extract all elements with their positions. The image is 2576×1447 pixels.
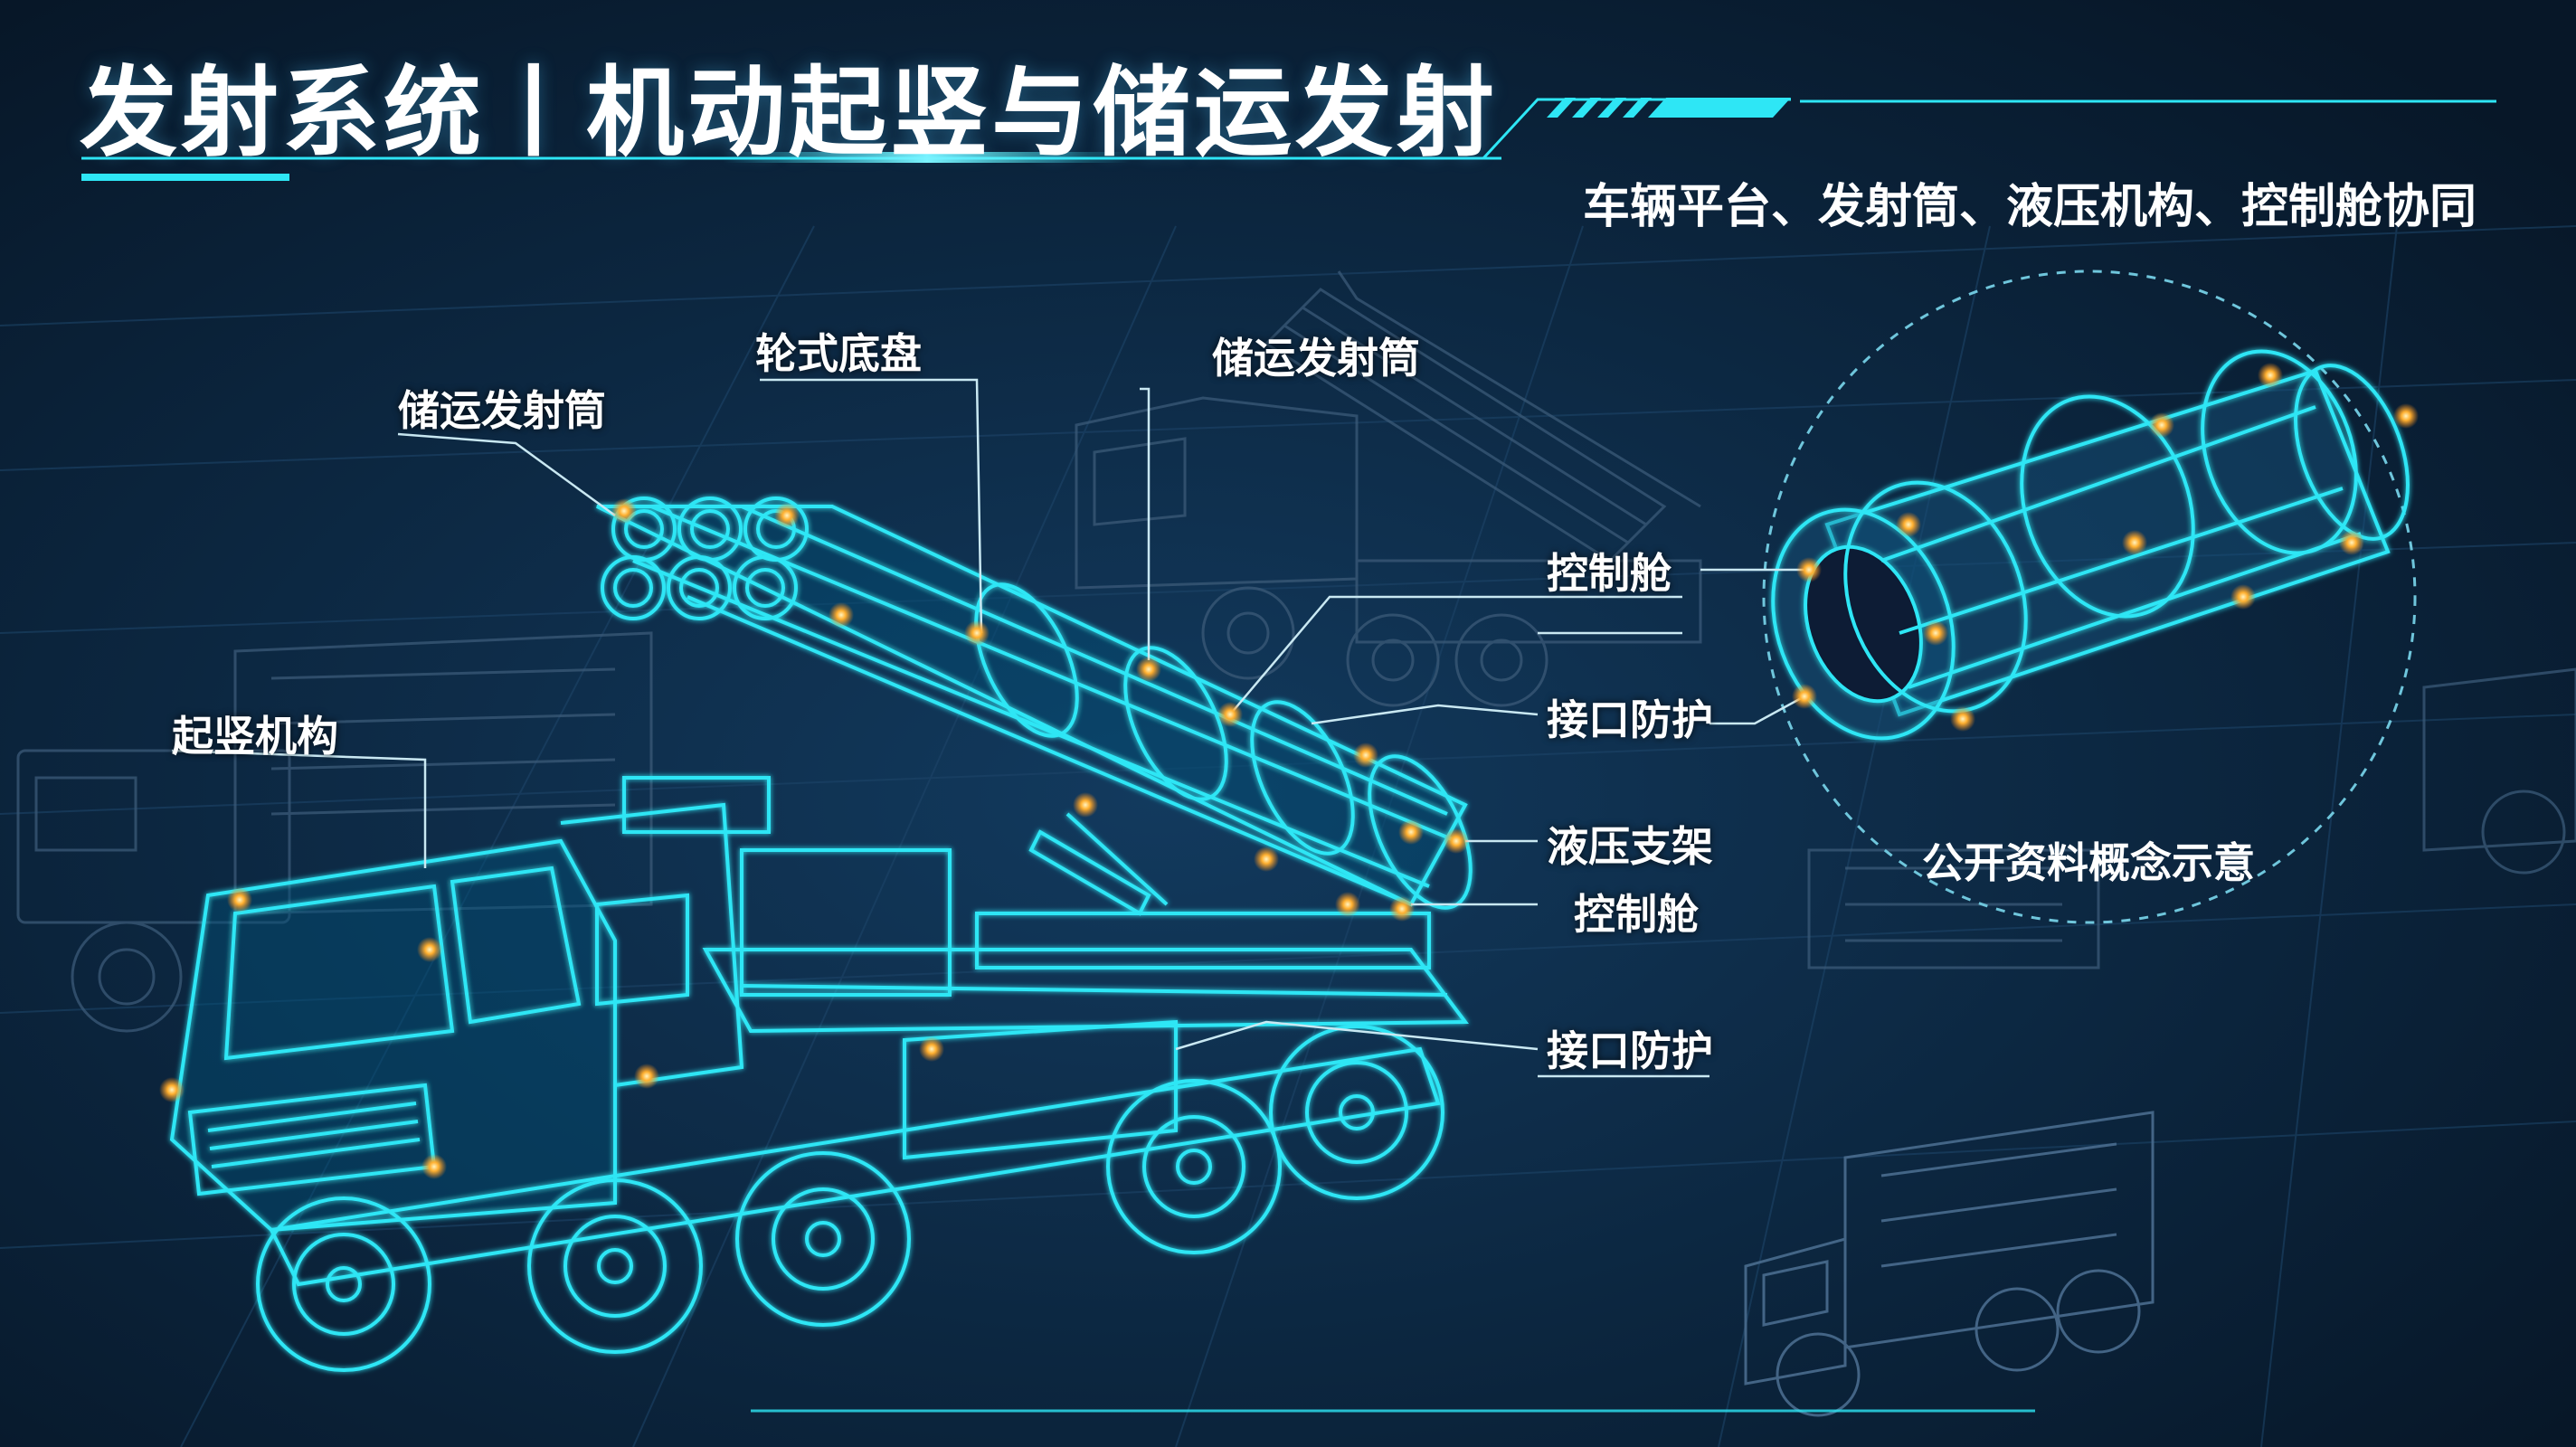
label-interface-protection-2: 接口防护 [1547, 1026, 1713, 1075]
page-subtitle: 车辆平台、发射筒、液压机构、控制舱协同 [1582, 180, 2477, 234]
ghost-truck-center [1075, 270, 1702, 707]
detail-caption: 公开资料概念示意 [1922, 838, 2255, 887]
ground-grid [0, 225, 2576, 1447]
label-control-cabin-2: 控制舱 [1574, 890, 1699, 939]
label-canister-left: 储运发射筒 [398, 386, 606, 435]
label-canister-top: 储运发射筒 [1212, 334, 1420, 383]
ghost-truck-bottom [1744, 1111, 2155, 1417]
launcher-truck [169, 497, 1473, 1372]
detail-circle [1762, 270, 2417, 924]
highlight-dots [159, 363, 2419, 1179]
title-decoration [81, 98, 2496, 181]
label-chassis: 轮式底盘 [755, 329, 922, 378]
page-title: 发射系统丨机动起竖与储运发射 [80, 57, 1499, 170]
label-control-cabin-1: 控制舱 [1547, 549, 1672, 598]
label-erector: 起竖机构 [172, 712, 338, 761]
leader-lines [171, 378, 1809, 1078]
ghost-truck-right [1807, 667, 2576, 969]
label-interface-protection-1: 接口防护 [1547, 695, 1713, 744]
label-hydraulic-support: 液压支架 [1547, 822, 1713, 871]
detail-canister [1771, 349, 2410, 741]
ghost-truck-left [16, 631, 653, 1033]
